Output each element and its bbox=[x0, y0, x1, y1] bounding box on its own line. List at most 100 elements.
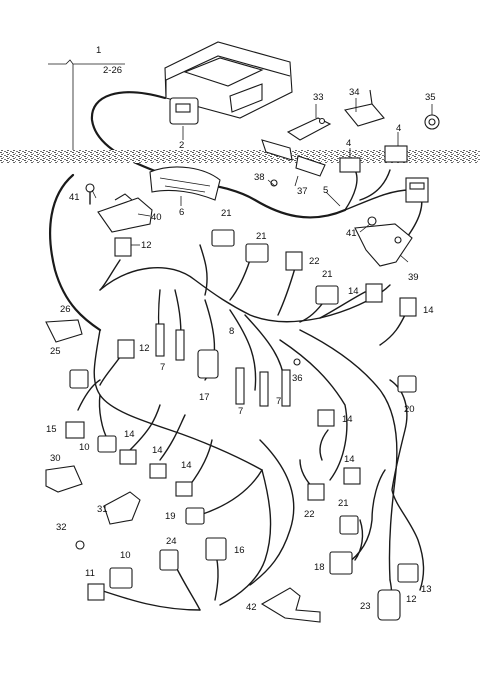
callout-6: 6 bbox=[179, 207, 184, 218]
callout-12c: 12 bbox=[406, 594, 417, 605]
connector-12c[interactable] bbox=[397, 563, 419, 583]
callout-14a: 14 bbox=[348, 286, 359, 297]
callout-12a: 12 bbox=[141, 240, 152, 251]
callout-14c: 14 bbox=[124, 429, 135, 440]
callout-14b: 14 bbox=[423, 305, 434, 316]
connector-21d[interactable] bbox=[339, 515, 359, 535]
bracket-31[interactable] bbox=[103, 491, 141, 525]
callout-4a: 4 bbox=[346, 138, 351, 149]
connector-14c[interactable] bbox=[119, 449, 137, 465]
callout-16: 16 bbox=[234, 545, 245, 556]
connector-17[interactable] bbox=[197, 349, 219, 379]
connector-14d[interactable] bbox=[149, 463, 167, 479]
connector-14f[interactable] bbox=[317, 409, 335, 427]
callout-33: 33 bbox=[313, 92, 324, 103]
sensor-23[interactable] bbox=[377, 589, 401, 621]
callout-38: 38 bbox=[254, 172, 265, 183]
connector-14g[interactable] bbox=[343, 467, 361, 485]
connector-4b[interactable] bbox=[384, 145, 408, 163]
bracket-26[interactable] bbox=[45, 319, 83, 343]
connector-22b[interactable] bbox=[307, 483, 325, 501]
callout-36: 36 bbox=[292, 373, 303, 384]
callout-37: 37 bbox=[297, 186, 308, 197]
bracket-34[interactable] bbox=[344, 89, 385, 127]
leader-lines bbox=[91, 98, 433, 263]
harness-main bbox=[49, 91, 425, 611]
callout-42: 42 bbox=[246, 602, 257, 613]
bracket-37[interactable] bbox=[261, 139, 326, 177]
connector-4a[interactable] bbox=[339, 157, 361, 173]
connector-18[interactable] bbox=[329, 551, 353, 575]
bracket-33[interactable] bbox=[286, 117, 332, 141]
callout-35: 35 bbox=[425, 92, 436, 103]
callout-21a: 21 bbox=[221, 208, 232, 219]
callout-17: 17 bbox=[199, 392, 210, 403]
bracket-39[interactable] bbox=[354, 223, 413, 267]
spark-leads-7[interactable] bbox=[155, 323, 291, 407]
callout-21b: 21 bbox=[256, 231, 267, 242]
texture-band bbox=[0, 150, 480, 163]
sensor-2[interactable] bbox=[169, 97, 199, 125]
protective-sleeve[interactable] bbox=[149, 166, 221, 201]
callout-40: 40 bbox=[151, 212, 162, 223]
connector-20[interactable] bbox=[397, 375, 417, 393]
bolt-41a[interactable] bbox=[85, 183, 95, 205]
callout-19: 19 bbox=[165, 511, 176, 522]
callout-30: 30 bbox=[50, 453, 61, 464]
connector-21c[interactable] bbox=[315, 285, 339, 305]
connector-24[interactable] bbox=[159, 549, 179, 571]
connector-22a[interactable] bbox=[285, 251, 303, 271]
callout-1-range: 2-26 bbox=[103, 65, 122, 76]
callout-1: 1 bbox=[96, 45, 101, 56]
callout-31: 31 bbox=[97, 504, 108, 515]
callout-14e: 14 bbox=[181, 460, 192, 471]
bracket-30[interactable] bbox=[45, 465, 83, 493]
callout-10b: 10 bbox=[120, 550, 131, 561]
sensor-36[interactable] bbox=[293, 358, 301, 366]
callout-22b: 22 bbox=[304, 509, 315, 520]
callout-26: 26 bbox=[60, 304, 71, 315]
connector-21b[interactable] bbox=[245, 243, 269, 263]
callout-18: 18 bbox=[314, 562, 325, 573]
sensor-25[interactable] bbox=[69, 369, 89, 389]
connector-15[interactable] bbox=[65, 421, 85, 439]
connector-10b[interactable] bbox=[109, 567, 133, 589]
bracket-40[interactable] bbox=[97, 193, 153, 233]
connector-16[interactable] bbox=[205, 537, 227, 561]
assembly-bracket bbox=[48, 59, 125, 160]
callout-15: 15 bbox=[46, 424, 57, 435]
callout-21c: 21 bbox=[322, 269, 333, 280]
relay-connector[interactable] bbox=[405, 177, 429, 203]
callout-12b: 12 bbox=[139, 343, 150, 354]
callout-13: 13 bbox=[421, 584, 432, 595]
callout-14g: 14 bbox=[344, 454, 355, 465]
connector-11[interactable] bbox=[87, 583, 105, 601]
callout-32: 32 bbox=[56, 522, 67, 533]
callout-25: 25 bbox=[50, 346, 61, 357]
callout-7b: 7 bbox=[238, 406, 243, 417]
bracket-42[interactable] bbox=[260, 587, 321, 623]
connector-19[interactable] bbox=[185, 507, 205, 525]
clip-35[interactable] bbox=[424, 114, 440, 130]
connector-10a[interactable] bbox=[97, 435, 117, 453]
callout-23: 23 bbox=[360, 601, 371, 612]
bolt-32[interactable] bbox=[75, 540, 85, 550]
callout-24: 24 bbox=[166, 536, 177, 547]
connector-21a[interactable] bbox=[211, 229, 235, 247]
callout-22a: 22 bbox=[309, 256, 320, 267]
connector-12a[interactable] bbox=[114, 237, 132, 257]
callout-21d: 21 bbox=[338, 498, 349, 509]
connector-12b[interactable] bbox=[117, 339, 135, 359]
callout-11: 11 bbox=[85, 568, 95, 579]
connector-14b[interactable] bbox=[399, 297, 417, 317]
callout-8: 8 bbox=[229, 326, 234, 337]
connector-14a[interactable] bbox=[365, 283, 383, 303]
callout-39: 39 bbox=[408, 272, 419, 283]
connector-14e[interactable] bbox=[175, 481, 193, 497]
callout-14d: 14 bbox=[152, 445, 163, 456]
bolt-41b[interactable] bbox=[367, 216, 377, 226]
callout-10a: 10 bbox=[79, 442, 90, 453]
callout-4b: 4 bbox=[396, 123, 401, 134]
